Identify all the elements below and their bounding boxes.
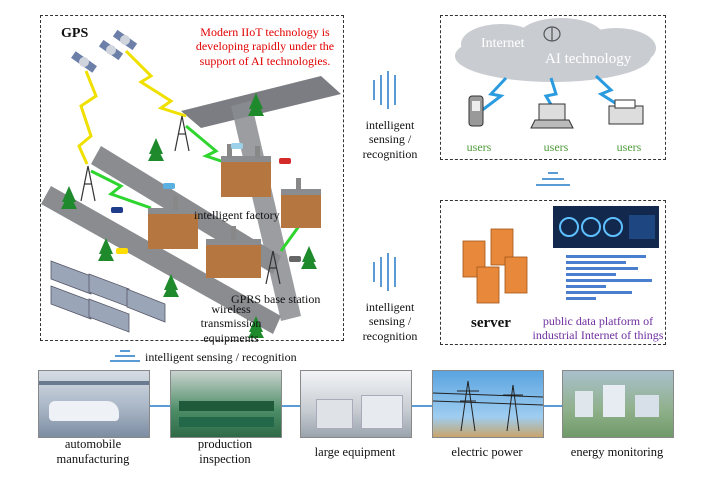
server-icon [462,228,528,304]
sensing-line: sensing / [368,314,412,329]
industry-label-line: manufacturing [56,452,130,466]
iiot-scene-illustration [41,29,341,338]
gps-label: GPS [61,26,89,41]
satellite-icon [98,39,124,61]
intelligent-factory-label: intelligent factory [194,208,280,222]
industry-label: automobile manufacturing [33,437,153,467]
factory-icon [221,144,271,197]
brain-icon [543,26,561,42]
note-line: support of AI technologies. [199,53,331,68]
server-label: server [471,315,511,331]
tree-icon [248,316,264,338]
stack-lines-icon [110,350,140,362]
wireless-transmission-label: wireless transmission equipments [176,302,286,345]
car-factory-photo [38,370,150,438]
signal-bars-icon [373,252,396,292]
production-line-photo [170,370,282,438]
sensing-line: recognition [362,146,418,161]
iiot-scene-panel: GPS Modern IIoT technology is developing… [40,15,344,345]
stack-lines-icon [536,172,570,186]
data-platform-panel: server public data platform of industria… [440,200,666,345]
wireless-line: transmission [200,316,262,331]
tree-icon [248,93,264,116]
tree-icon [163,274,179,297]
fax-machine-icon [608,99,644,125]
city-aerial-photo [562,370,674,438]
internet-cloud-illustration [455,18,656,129]
sensing-line: sensing / [368,132,412,147]
internet-label: Internet [481,36,525,51]
platform-line: public data platform of [542,314,654,328]
users-label: users [616,140,642,154]
cloud-icon [455,18,656,82]
satellite-icon [112,29,138,51]
public-data-platform-label: public data platform of industrial Inter… [529,314,667,343]
note-line: Modern IIoT technology is [200,25,330,39]
tree-icon [98,238,114,261]
factory-icon [206,226,261,278]
base-station-icon [174,115,190,152]
satellite-icon [71,51,97,73]
ai-technology-label: AI technology [545,51,632,67]
iiot-note: Modern IIoT technology is developing rap… [186,25,344,68]
users-label: users [543,140,569,154]
wireless-line: equipments [203,330,259,345]
industry-label-line: production [197,437,253,451]
industry-label: production inspection [165,437,285,467]
sensing-recognition-top: intelligent sensing / recognition [350,118,430,161]
base-station-icon [80,165,96,202]
sensing-recognition-bottom: intelligent sensing / recognition [350,300,430,343]
sensing-line: recognition [362,328,418,343]
industry-label: large equipment [314,445,396,459]
intelligent-sensing-label: intelligent sensing / recognition [145,350,297,364]
sensing-line: intelligent [365,118,415,132]
phone-icon [468,95,484,127]
gprs-base-station-label: GPRS base station [231,292,321,306]
laptop-icon [530,103,574,129]
tree-icon [148,138,164,161]
users-label: users [466,140,492,154]
platform-line: industrial Internet of things [532,328,664,343]
factory-icon [148,196,198,249]
warehouse-icon [50,260,166,333]
server-platform-illustration [462,206,659,304]
power-tower-photo [432,370,544,438]
signal-bars-icon [373,70,396,110]
equipment-hall-photo [300,370,412,438]
factory-icon [281,178,321,228]
tree-icon [61,186,77,209]
internet-ai-panel: Internet AI technology users users users [440,15,666,160]
industry-label: energy monitoring [570,445,664,459]
bar-report-icon [566,255,652,300]
industry-label: electric power [451,445,523,459]
base-station-icon [265,250,281,285]
industry-label-line: automobile [64,437,122,451]
dashboard-screen-icon [553,206,659,248]
sensing-line: intelligent [365,300,415,314]
tree-icon [301,246,317,269]
wireless-line: wireless [211,302,251,316]
industry-label-line: inspection [199,452,251,466]
note-line: developing rapidly under the [195,39,335,54]
